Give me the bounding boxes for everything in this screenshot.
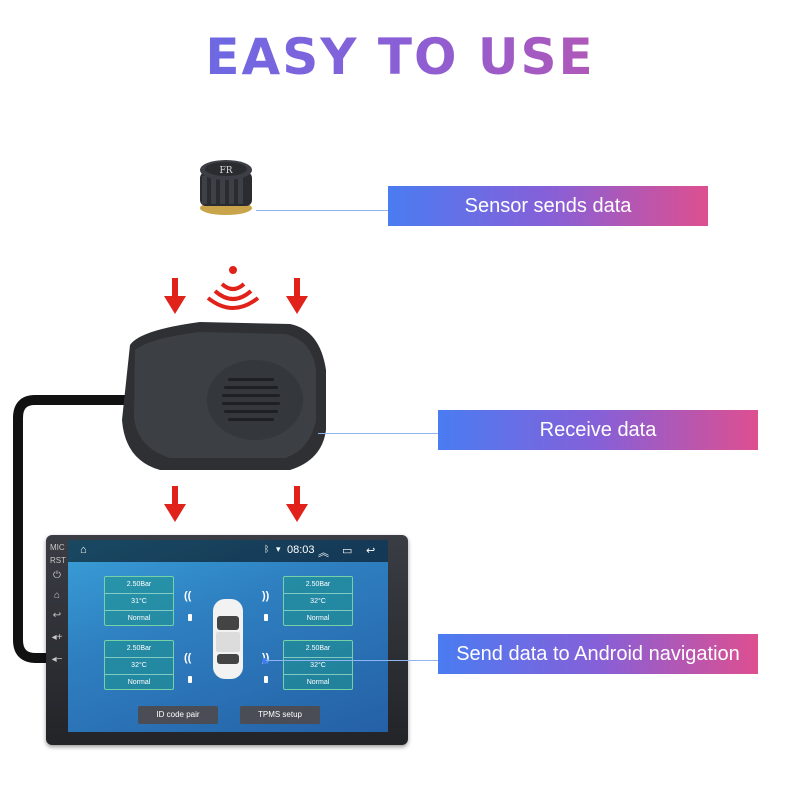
tire-temperature: 31°C (105, 594, 173, 611)
tire-signal-icon: (( (184, 652, 192, 664)
tire-sensor-image: FR (200, 160, 252, 215)
volume-down-icon[interactable]: ◂− (51, 654, 63, 665)
page-title: EASY TO USE (0, 28, 800, 86)
tire-tile-front-left: 2.50Bar 31°C Normal (104, 576, 174, 626)
tire-signal-icon: (( (184, 590, 192, 602)
battery-icon (188, 614, 192, 621)
step-navigation-label: Send data to Android navigation (438, 634, 758, 674)
tpms-screen: ⌂ ᛒ ▾ 08:03 ︽ ▭ ↩ 2.50Bar 31°C Normal 2.… (68, 540, 388, 732)
back-icon[interactable]: ↩ (366, 545, 376, 557)
tire-pressure: 2.50Bar (105, 577, 173, 594)
arrow-down-icon (286, 486, 308, 522)
connector-line-receiver (318, 433, 438, 434)
tire-temperature: 32°C (284, 658, 352, 675)
bluetooth-icon: ᛒ (264, 544, 270, 554)
arrow-down-icon (164, 278, 186, 314)
volume-up-icon[interactable]: ◂+ (51, 632, 63, 643)
connector-line-sensor (256, 210, 388, 211)
battery-icon (264, 676, 268, 683)
tire-pressure: 2.50Bar (105, 641, 173, 658)
tire-pressure: 2.50Bar (284, 641, 352, 658)
tire-temperature: 32°C (284, 594, 352, 611)
id-code-pair-button[interactable]: ID code pair (138, 706, 218, 724)
tire-tile-rear-left: 2.50Bar 32°C Normal (104, 640, 174, 690)
battery-icon (188, 676, 192, 683)
tire-signal-icon: )) (262, 590, 270, 602)
status-bar: ⌂ ᛒ ▾ 08:03 ︽ ▭ ↩ (68, 540, 388, 562)
connector-dot (262, 658, 268, 664)
tire-tile-front-right: 2.50Bar 32°C Normal (283, 576, 353, 626)
receiver-device-image (13, 322, 326, 663)
back-icon[interactable]: ↩ (52, 610, 62, 621)
tpms-setup-button[interactable]: TPMS setup (240, 706, 320, 724)
tire-temperature: 32°C (105, 658, 173, 675)
rst-label: RST (50, 556, 66, 565)
tire-status: Normal (127, 615, 151, 622)
arrow-down-icon (286, 278, 308, 314)
home-icon[interactable]: ⌂ (53, 590, 61, 601)
signal-wave-icon (206, 266, 260, 310)
chevron-up-icon[interactable]: ︽ (318, 547, 329, 559)
tire-status: Normal (306, 679, 330, 686)
tire-tile-rear-right: 2.50Bar 32°C Normal (283, 640, 353, 690)
connector-line-navigation (266, 660, 438, 661)
home-icon[interactable]: ⌂ (80, 544, 87, 556)
arrow-down-icon (164, 486, 186, 522)
step-sensor-label: Sensor sends data (388, 186, 708, 226)
tire-status: Normal (306, 615, 330, 622)
mic-label: MIC (50, 543, 65, 552)
tire-pressure: 2.50Bar (284, 577, 352, 594)
signal-icon: ▾ (276, 544, 281, 554)
recent-apps-icon[interactable]: ▭ (342, 545, 353, 557)
sensor-cap-text: FR (219, 166, 232, 176)
battery-icon (264, 614, 268, 621)
tire-status: Normal (127, 679, 151, 686)
clock-time: 08:03 (287, 544, 315, 556)
power-icon[interactable]: ⏻ (53, 570, 61, 581)
car-top-view-icon (213, 599, 243, 679)
step-receiver-label: Receive data (438, 410, 758, 450)
